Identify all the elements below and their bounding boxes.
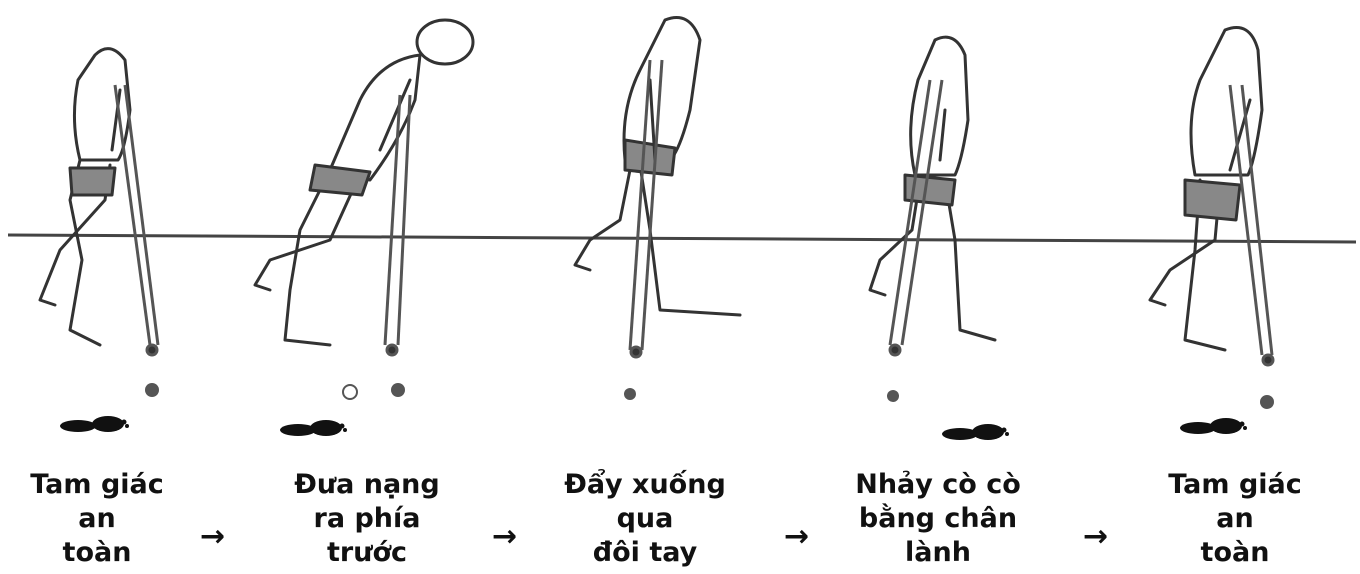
arrow-right-icon: → <box>1083 519 1109 554</box>
crutch-position-dot <box>1260 395 1274 409</box>
footprint-icon <box>942 424 1009 440</box>
figure-2-person <box>253 18 475 347</box>
crutch-position-dot <box>624 388 636 400</box>
figure-4-person <box>868 35 997 342</box>
arrow-right-icon: → <box>200 519 226 554</box>
ground-line <box>7 233 1357 244</box>
figure-1-crutch <box>113 84 160 357</box>
step-5-label: Tam giác an toàn <box>1168 469 1302 568</box>
crutch-previous-position-dot <box>342 384 358 400</box>
footprint-icon <box>60 416 129 432</box>
footprint-icon <box>280 420 347 436</box>
footprint-icon <box>1180 418 1247 434</box>
figure-1-person <box>38 47 132 347</box>
figure-2-crutch <box>383 94 412 357</box>
step-1-label: Tam giác an toàn <box>30 469 164 568</box>
arrow-right-icon: → <box>492 519 518 554</box>
arrow-right-icon: → <box>784 519 810 554</box>
figure-5-crutch <box>1228 84 1275 367</box>
figure-3-person <box>573 16 742 317</box>
figure-5-person <box>1148 26 1264 352</box>
step-2-label: Đưa nạng ra phía trước <box>294 469 440 568</box>
crutch-position-dot <box>145 383 159 397</box>
step-4-label: Nhảy cò cò bằng chân lành <box>855 469 1021 568</box>
crutch-position-dot <box>887 390 899 402</box>
figure-3-crutch <box>628 59 664 359</box>
crutch-position-dot <box>391 383 405 397</box>
step-3-label: Đẩy xuống qua đôi tay <box>564 469 726 568</box>
figure-4-crutch <box>888 79 944 357</box>
